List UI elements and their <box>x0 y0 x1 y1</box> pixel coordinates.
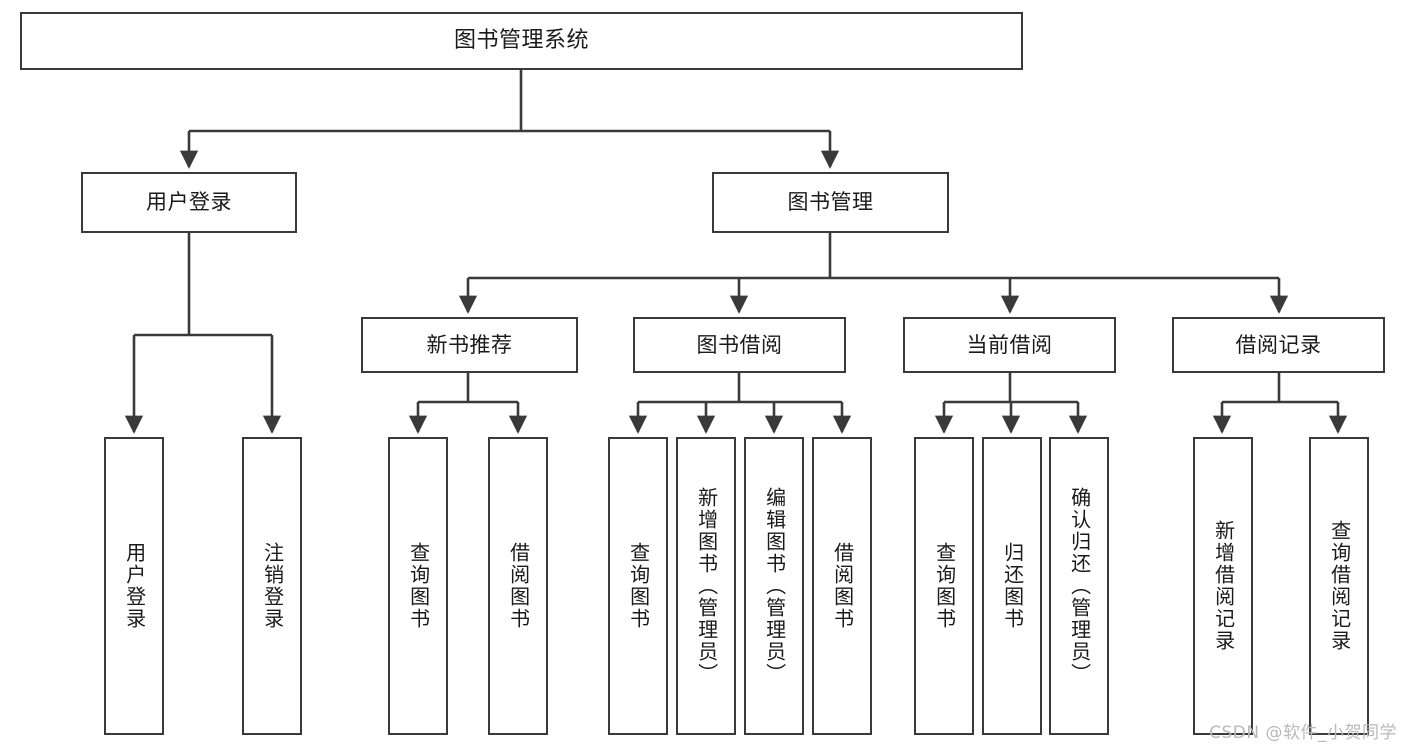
node-label: 用户登录 <box>146 190 232 215</box>
node-label: 编辑图书（管理员） <box>762 487 787 685</box>
node-current-borrowing[interactable]: 当前借阅 <box>903 317 1116 373</box>
node-label: 查询图书 <box>406 542 431 630</box>
node-book-management[interactable]: 图书管理 <box>712 172 949 233</box>
leaf-current-query-books[interactable]: 查询图书 <box>914 437 974 735</box>
leaf-user-login-login[interactable]: 用户登录 <box>104 437 164 735</box>
node-label: 注销登录 <box>260 542 285 630</box>
node-label: 新增借阅记录 <box>1211 520 1236 652</box>
node-label: 借阅图书 <box>830 542 855 630</box>
node-label: 当前借阅 <box>966 332 1053 357</box>
node-label: 查询借阅记录 <box>1327 520 1352 652</box>
leaf-current-confirm-return-admin[interactable]: 确认归还（管理员） <box>1049 437 1109 735</box>
node-label: 用户登录 <box>122 542 147 630</box>
leaf-borrow-borrow-books[interactable]: 借阅图书 <box>812 437 872 735</box>
leaf-borrow-add-book-admin[interactable]: 新增图书（管理员） <box>676 437 736 735</box>
node-label: 新增图书（管理员） <box>694 487 719 685</box>
node-label: 借阅记录 <box>1235 332 1322 357</box>
node-label: 图书管理 <box>787 190 874 215</box>
watermark-text: CSDN @软件_小贺同学 <box>1209 723 1397 743</box>
leaf-current-return-books[interactable]: 归还图书 <box>982 437 1042 735</box>
node-user-login[interactable]: 用户登录 <box>81 172 297 233</box>
node-label: 确认归还（管理员） <box>1067 487 1092 685</box>
leaf-new-book-query-books[interactable]: 查询图书 <box>388 437 448 735</box>
node-label: 归还图书 <box>1000 542 1025 630</box>
node-borrow-records[interactable]: 借阅记录 <box>1172 317 1385 373</box>
leaf-new-book-borrow-books[interactable]: 借阅图书 <box>488 437 548 735</box>
node-root-book-management-system[interactable]: 图书管理系统 <box>20 12 1023 70</box>
node-label: 查询图书 <box>626 542 651 630</box>
node-label: 查询图书 <box>932 542 957 630</box>
node-label: 图书借阅 <box>696 332 783 357</box>
leaf-borrow-query-books[interactable]: 查询图书 <box>608 437 668 735</box>
leaf-borrow-edit-book-admin[interactable]: 编辑图书（管理员） <box>744 437 804 735</box>
node-new-book-recommendation[interactable]: 新书推荐 <box>361 317 578 373</box>
node-label: 借阅图书 <box>506 542 531 630</box>
node-label: 新书推荐 <box>426 332 513 357</box>
node-book-borrowing[interactable]: 图书借阅 <box>633 317 846 373</box>
leaf-records-query-borrow-record[interactable]: 查询借阅记录 <box>1309 437 1369 735</box>
leaf-records-add-borrow-record[interactable]: 新增借阅记录 <box>1193 437 1253 735</box>
leaf-user-login-logout[interactable]: 注销登录 <box>242 437 302 735</box>
node-label: 图书管理系统 <box>453 28 589 54</box>
